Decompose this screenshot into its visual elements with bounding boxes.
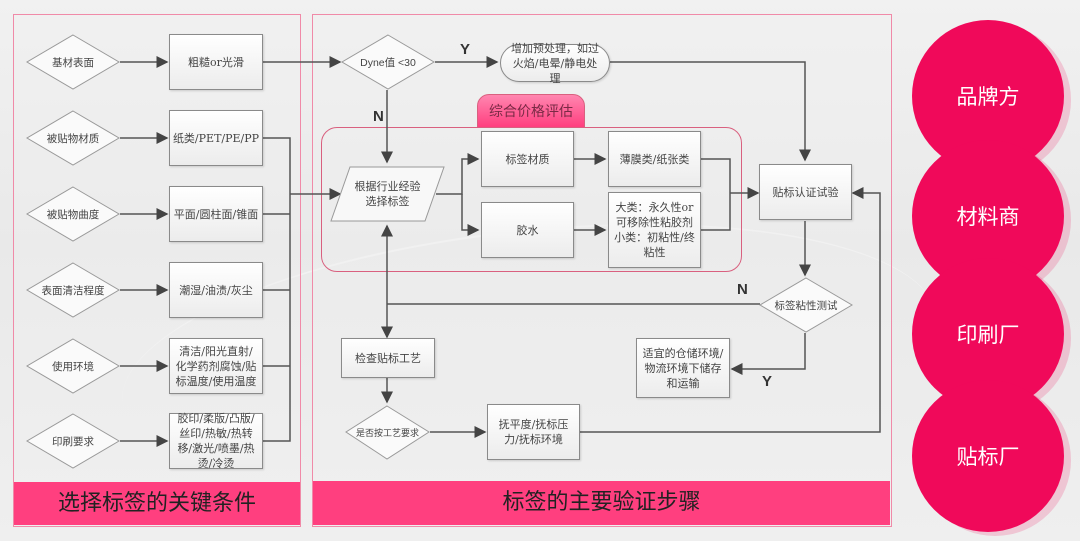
label-material-node: 标签材质 [481,131,574,187]
check-process-node: 检查贴标工艺 [341,338,435,378]
price-evaluation-tab: 综合价格评估 [477,94,585,128]
condition-diamond: 使用环境 [26,338,120,394]
condition-question: 基材表面 [52,56,94,69]
process-params-node: 抚平度/抚标压力/抚标环境 [487,404,580,460]
process-decision: 是否按工艺要求 [345,405,430,460]
glue-types-node: 大类：永久性or可移除性粘胶剂 小类：初粘性/终粘性 [608,192,701,268]
dyne-yes-label: Y [460,41,471,58]
condition-answer: 平面/圆柱面/锥面 [169,186,263,242]
adhesion-test-decision: 标签粘性测试 [759,277,853,333]
dyne-no-label: N [373,108,384,125]
condition-answer: 清洁/阳光直射/化学药剂腐蚀/贴标温度/使用温度 [169,338,263,394]
condition-question: 被贴物材质 [46,132,100,145]
adhesion-test-text: 标签粘性测试 [774,299,838,312]
dyne-decision: Dyne值 <30 [341,34,435,90]
condition-diamond: 印刷要求 [26,413,120,469]
condition-question: 使用环境 [52,360,94,373]
condition-question: 印刷要求 [52,435,94,448]
dyne-decision-text: Dyne值 <30 [360,56,416,69]
condition-diamond: 被贴物材质 [26,110,120,166]
condition-diamond: 表面清洁程度 [26,262,120,318]
pretreatment-node: 增加预处理，如过火焰/电晕/静电处理 [500,42,610,85]
material-types-node: 薄膜类/纸张类 [608,131,701,187]
certification-test-node: 贴标认证试验 [759,164,852,220]
right-panel-title: 标签的主要验证步骤 [313,481,890,525]
condition-answer: 粗糙or光滑 [169,34,263,90]
condition-diamond: 基材表面 [26,34,120,90]
stakeholder-circle: 贴标厂 [912,380,1064,532]
select-label-node: 根据行业经验选择标签 [330,166,445,222]
process-decision-text: 是否按工艺要求 [355,429,419,439]
left-panel-title: 选择标签的关键条件 [14,482,300,525]
select-label-text: 根据行业经验选择标签 [354,180,421,208]
condition-question: 表面清洁程度 [41,284,105,297]
condition-question: 被贴物曲度 [46,208,100,221]
storage-node: 适宜的仓储环境/物流环境下储存和运输 [636,338,730,398]
glue-node: 胶水 [481,202,574,258]
adhesion-no-label: N [737,281,748,298]
condition-diamond: 被贴物曲度 [26,186,120,242]
adhesion-yes-label: Y [762,373,773,390]
condition-answer: 潮湿/油渍/灰尘 [169,262,263,318]
condition-answer: 胶印/柔版/凸版/丝印/热敏/热转移/激光/喷墨/热烫/冷烫 [169,412,263,470]
condition-answer: 纸类/PET/PE/PP [169,110,263,166]
